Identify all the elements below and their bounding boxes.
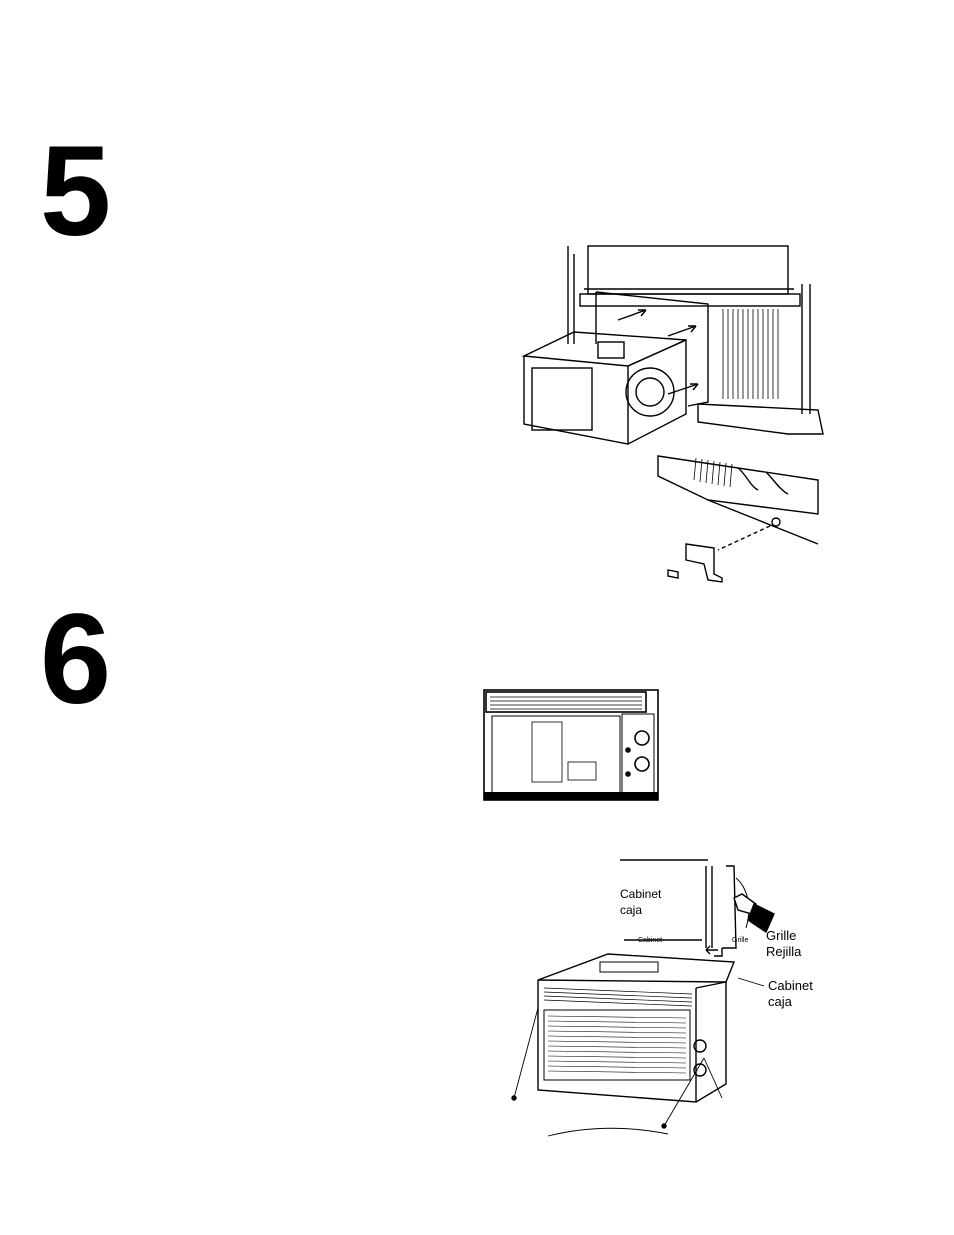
label-grille-small: Grille <box>732 937 748 944</box>
label-rejilla: Rejilla <box>766 944 802 959</box>
label-cabinet-small: Cabinet <box>638 937 662 944</box>
step-number-5: 5 <box>40 128 109 256</box>
label-grille: Grille <box>766 928 796 943</box>
front-panel-illustration <box>482 688 662 804</box>
label-caja-top: caja <box>620 903 642 917</box>
label-cabinet-top: Cabinet <box>620 887 662 901</box>
unit-installation-illustration <box>518 244 828 590</box>
label-cabinet-right: Cabinet <box>768 978 813 993</box>
step-number-6: 6 <box>40 596 109 724</box>
label-caja-right: caja <box>768 994 793 1009</box>
cabinet-grille-illustration: Cabinet caja Cabinet Grille Grille Rejil… <box>508 858 828 1140</box>
